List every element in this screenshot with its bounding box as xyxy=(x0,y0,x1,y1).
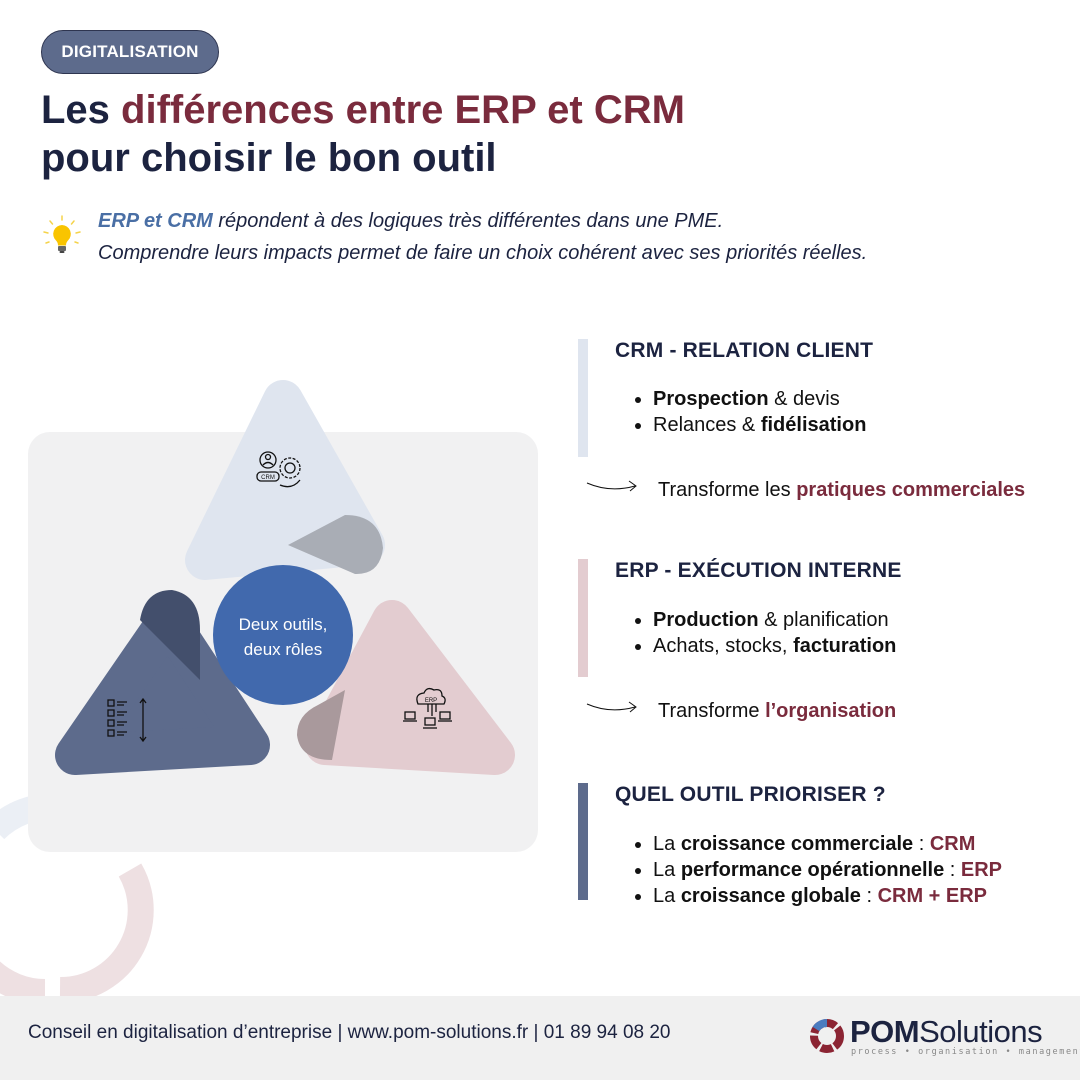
footer-contact: Conseil en digitalisation d’entreprise |… xyxy=(28,1022,671,1043)
left-triangle xyxy=(55,600,270,775)
bullet-bold: Production xyxy=(653,609,759,631)
transform-accent: l’organisation xyxy=(765,700,897,722)
title-prefix: Les xyxy=(41,88,122,132)
intro-line2: Comprendre leurs impacts permet de faire… xyxy=(98,242,868,264)
list-item: Prospection & devis xyxy=(653,386,866,412)
center-line2: deux rôles xyxy=(244,640,322,659)
priority-heading: QUEL OUTIL PRIORISER ? xyxy=(615,783,886,806)
crm-accent-bar xyxy=(578,339,588,457)
bullet-text: Achats, stocks, xyxy=(653,635,794,657)
crm-bullets: Prospection & devis Relances & fidélisat… xyxy=(633,386,866,438)
bullet-answer: CRM + ERP xyxy=(877,885,988,907)
crm-triangle xyxy=(185,380,385,580)
svg-text:ERP: ERP xyxy=(425,698,437,704)
intro-text: ERP et CRM répondent à des logiques très… xyxy=(98,205,867,269)
bullet-text: La xyxy=(653,859,681,881)
crm-triangle-shade xyxy=(288,515,383,575)
transform-text: Transforme les xyxy=(658,479,797,501)
title-line2: pour choisir le bon outil xyxy=(41,136,497,180)
bullet-bold: performance opérationnelle xyxy=(680,859,945,881)
bullet-text: La xyxy=(653,885,681,907)
bullet-text: La xyxy=(653,833,681,855)
curved-arrow-icon xyxy=(586,701,637,713)
bullet-bold: croissance globale xyxy=(680,885,861,907)
svg-text:CRM: CRM xyxy=(261,475,275,481)
erp-heading: ERP - EXÉCUTION INTERNE xyxy=(615,559,902,582)
erp-accent-bar xyxy=(578,559,588,677)
list-item: Relances & fidélisation xyxy=(653,412,866,438)
page-title: Les différences entre ERP et CRM pour ch… xyxy=(41,86,685,182)
title-accent: différences entre ERP et CRM xyxy=(121,88,685,132)
bullet-bold: croissance commerciale xyxy=(680,833,914,855)
bullet-text: & devis xyxy=(768,388,840,410)
bullet-answer: ERP xyxy=(960,859,1003,881)
crm-section: CRM - RELATION CLIENT Prospection & devi… xyxy=(578,339,1068,459)
list-item: La croissance globale : CRM + ERP xyxy=(653,883,1002,909)
curved-arrow-icon xyxy=(586,480,637,492)
list-item: Achats, stocks, facturation xyxy=(653,633,896,659)
lightbulb-icon xyxy=(43,215,81,253)
checklist-icon xyxy=(107,697,147,743)
list-item: La performance opérationnelle : ERP xyxy=(653,857,1002,883)
intro-highlight: ERP et CRM xyxy=(98,210,213,232)
erp-network-icon: ERP xyxy=(403,687,452,729)
erp-triangle xyxy=(305,600,515,775)
list-item: La croissance commerciale : CRM xyxy=(653,831,1002,857)
logo-rest: Solutions xyxy=(919,1014,1043,1049)
transform-accent: pratiques commerciales xyxy=(796,479,1026,501)
bullet-bold: fidélisation xyxy=(760,414,867,436)
priority-bullets: La croissance commerciale : CRM La perfo… xyxy=(633,831,1002,909)
bullet-text: & planification xyxy=(758,609,889,631)
footer: Conseil en digitalisation d’entreprise |… xyxy=(0,996,1080,1080)
crm-gear-icon: CRM xyxy=(256,451,301,488)
crm-heading: CRM - RELATION CLIENT xyxy=(615,339,874,362)
bullet-sep: : xyxy=(913,833,930,855)
erp-bullets: Production & planification Achats, stock… xyxy=(633,607,896,659)
center-line1: Deux outils, xyxy=(239,615,328,634)
transform-text: Transforme xyxy=(658,700,766,722)
priority-section: QUEL OUTIL PRIORISER ? La croissance com… xyxy=(578,783,1068,907)
pom-solutions-logo: POMSolutions process • organisation • ma… xyxy=(808,1014,1080,1058)
logo-tagline: process • organisation • management xyxy=(851,1047,1080,1057)
logo-bold: POM xyxy=(850,1014,920,1049)
erp-section: ERP - EXÉCUTION INTERNE Production & pla… xyxy=(578,559,1068,679)
bullet-bold: Prospection xyxy=(653,388,769,410)
diagram: Deux outils, deux rôles CRM ERP xyxy=(0,380,538,1005)
bullet-bold: facturation xyxy=(793,635,897,657)
bullet-sep: : xyxy=(860,885,878,907)
category-badge: DIGITALISATION xyxy=(41,30,219,74)
logo-ring-icon xyxy=(810,1018,844,1053)
bullet-answer: CRM xyxy=(929,833,976,855)
priority-accent-bar xyxy=(578,783,588,900)
bullet-text: Relances & xyxy=(653,414,761,436)
intro-line1: répondent à des logiques très différente… xyxy=(212,210,724,232)
erp-triangle-shade xyxy=(297,690,345,760)
bullet-sep: : xyxy=(944,859,961,881)
center-circle xyxy=(213,565,353,705)
left-triangle-shade xyxy=(140,590,200,680)
list-item: Production & planification xyxy=(653,607,896,633)
